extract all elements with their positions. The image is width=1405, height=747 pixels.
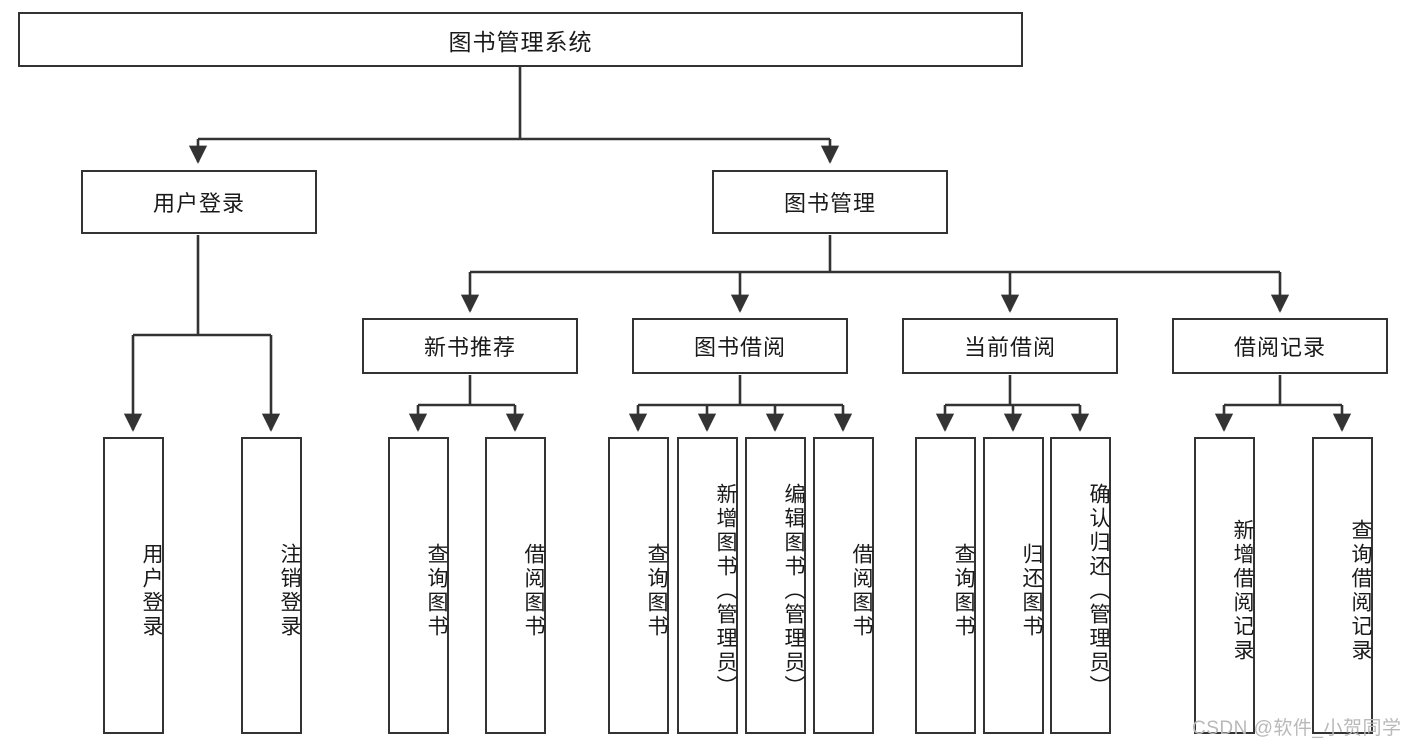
node-label: 归还图书 [1020, 542, 1043, 639]
node-label: 用户登录 [140, 542, 163, 639]
node-label: 用户登录 [152, 191, 245, 216]
node-book-management[interactable]: 图书管理 [712, 170, 948, 234]
node-book-borrow[interactable]: 图书借阅 [632, 318, 848, 374]
node-label: 查询借阅记录 [1349, 518, 1372, 663]
node-label: 借阅图书 [522, 542, 545, 639]
node-label: 图书管理系统 [448, 28, 593, 55]
node-user-login[interactable]: 用户登录 [81, 170, 317, 234]
node-label: 新增图书（管理员） [714, 482, 737, 699]
csdn-watermark: CSDN @软件_小贺同学 [1192, 718, 1402, 739]
leaf-current-borrow-return[interactable]: 归还图书 [983, 437, 1044, 734]
node-new-book-recommend[interactable]: 新书推荐 [362, 318, 578, 374]
leaf-book-borrow-query[interactable]: 查询图书 [608, 437, 669, 734]
node-label: 新增借阅记录 [1231, 518, 1254, 663]
node-label: 查询图书 [425, 542, 448, 639]
node-label: 查询图书 [952, 542, 975, 639]
leaf-book-borrow-add-admin[interactable]: 新增图书（管理员） [677, 437, 738, 734]
node-label: 查询图书 [645, 542, 668, 639]
leaf-new-book-borrow[interactable]: 借阅图书 [485, 437, 546, 734]
node-label: 借阅记录 [1233, 335, 1326, 360]
node-label: 当前借阅 [963, 335, 1056, 360]
leaf-book-borrow-edit-admin[interactable]: 编辑图书（管理员） [745, 437, 806, 734]
node-label: 图书借阅 [693, 335, 786, 360]
node-label: 确认归还（管理员） [1087, 482, 1110, 699]
leaf-book-borrow-borrow[interactable]: 借阅图书 [813, 437, 874, 734]
node-current-borrow[interactable]: 当前借阅 [902, 318, 1118, 374]
leaf-current-borrow-query[interactable]: 查询图书 [915, 437, 976, 734]
node-label: 注销登录 [278, 542, 301, 639]
node-label: 新书推荐 [423, 335, 516, 360]
node-borrow-record[interactable]: 借阅记录 [1172, 318, 1388, 374]
leaf-new-book-query[interactable]: 查询图书 [388, 437, 449, 734]
leaf-current-borrow-confirm-return-admin[interactable]: 确认归还（管理员） [1050, 437, 1111, 734]
leaf-user-login-login[interactable]: 用户登录 [103, 437, 164, 734]
node-label: 图书管理 [783, 191, 876, 216]
leaf-borrow-record-query[interactable]: 查询借阅记录 [1312, 437, 1373, 734]
node-label: 编辑图书（管理员） [782, 482, 805, 699]
leaf-borrow-record-add[interactable]: 新增借阅记录 [1194, 437, 1255, 734]
node-label: 借阅图书 [850, 542, 873, 639]
leaf-user-login-logout[interactable]: 注销登录 [241, 437, 302, 734]
node-root-book-management-system[interactable]: 图书管理系统 [18, 12, 1023, 67]
